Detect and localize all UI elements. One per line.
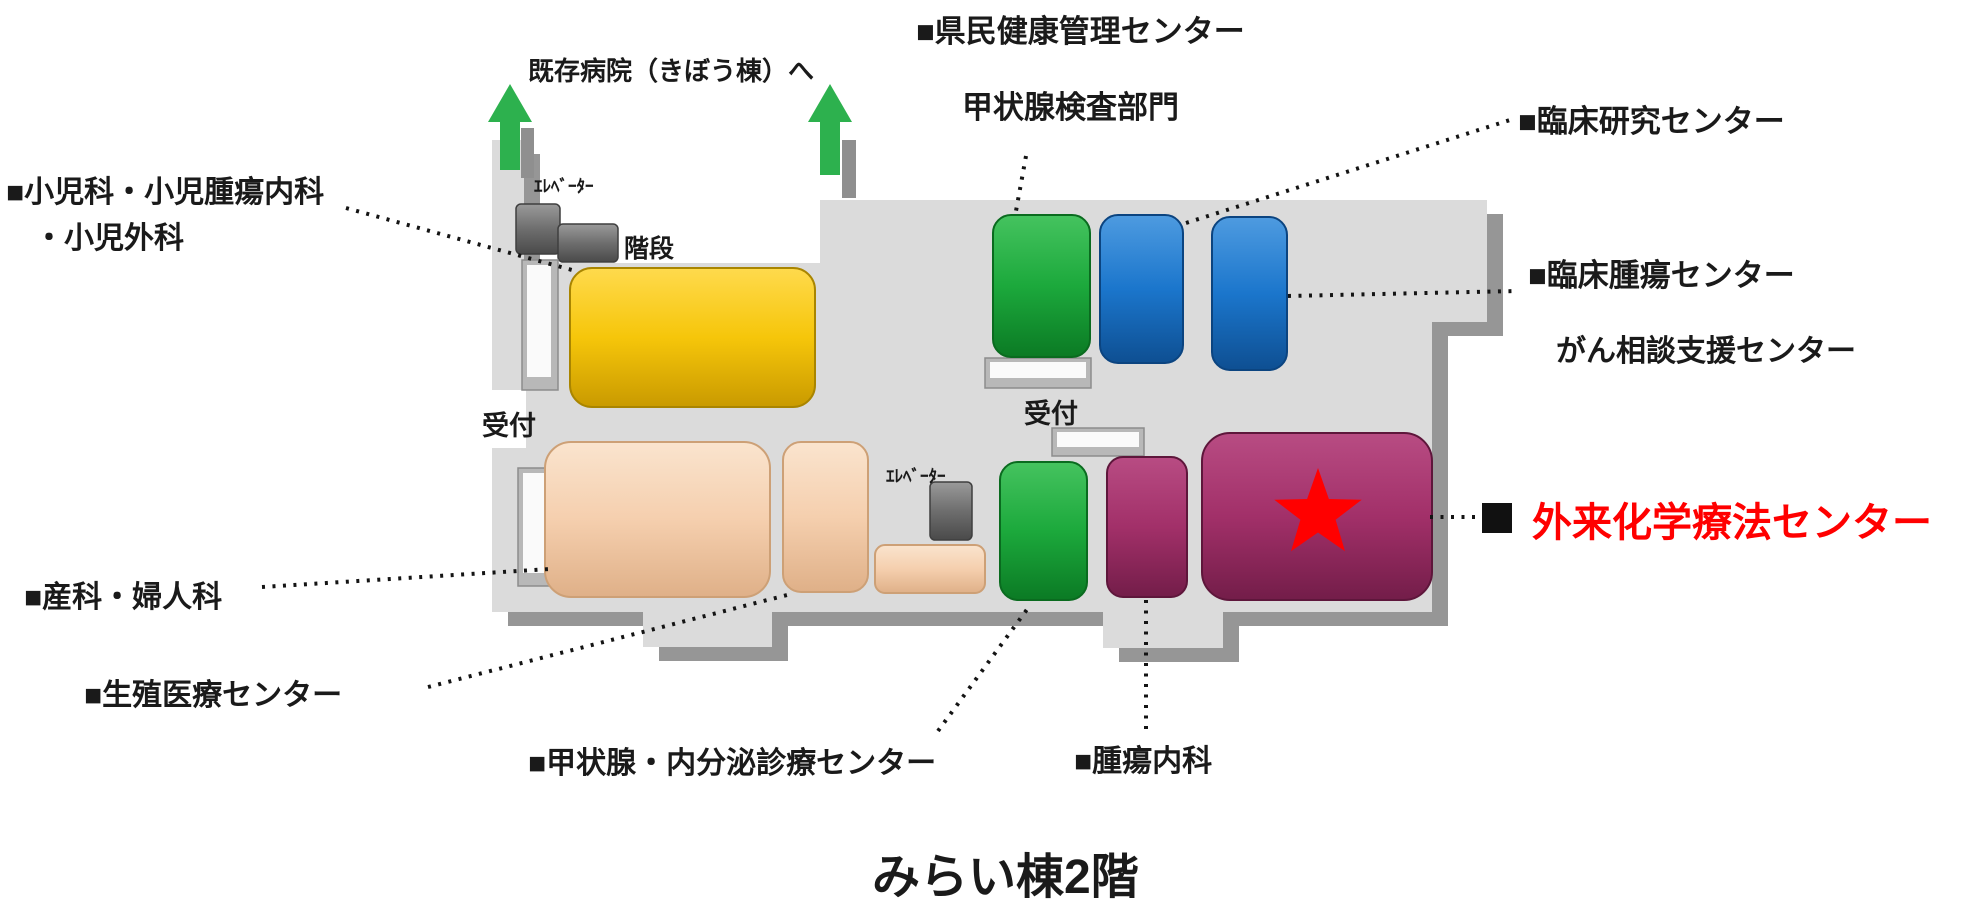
star-icon [1274,468,1362,552]
leader-clinical-research [1185,118,1511,225]
room-reproductive [782,441,869,593]
label-stairs: 階段 [624,234,674,263]
reception-counter-center-lower [1051,427,1145,457]
elevator-top-block [515,203,561,255]
label-reproductive-medicine-center: ■生殖医療センター [84,679,342,712]
room-clinical-research-2 [1211,216,1288,371]
label-reception-left: 受付 [482,410,536,441]
bullet-chemotherapy [1482,503,1512,533]
label-clinical-research-center: ■臨床研究センター [1518,104,1785,139]
label-pediatrics-line2: ・小児外科 [34,222,184,255]
stairs-block [557,223,619,263]
label-to-existing-hospital: 既存病院（きぼう棟）へ [528,56,814,86]
arrow-left-shadow [521,128,534,178]
arrow-right-shadow [842,140,856,198]
room-peach-annex [874,544,986,594]
label-thyroid-endocrine-center: ■甲状腺・内分泌診療センター [528,746,936,780]
label-elevator-center: ｴﾚﾍﾞｰﾀｰ [886,466,946,486]
label-obstetrics-gynecology: ■産科・婦人科 [24,581,222,614]
label-pediatrics-line1: ■小児科・小児腫瘍内科 [6,176,324,209]
arrow-up-right [808,84,852,175]
label-clinical-oncology-center: ■臨床腫瘍センター [1528,258,1795,293]
room-obstetrics [544,441,771,598]
room-pediatrics [569,267,816,408]
room-thyroid-endocrine [999,461,1088,601]
label-cancer-consultation-center: がん相談支援センター [1556,334,1856,368]
room-oncology-dept [1106,456,1188,598]
label-chemotherapy-center: 外来化学療法センター [1532,501,1932,545]
leader-lines [261,118,1519,733]
room-kenmin-health-center [992,214,1091,358]
elevator-center-block [929,481,973,541]
reception-left-opening [478,390,526,448]
label-kenmin-center: ■県民健康管理センター [916,14,1245,49]
reception-counter-center-upper [984,357,1092,389]
label-elevator-top: ｴﾚﾍﾞｰﾀｰ [534,176,594,196]
room-clinical-research-1 [1099,214,1184,364]
floor-title: みらい棟2階 [872,851,1139,904]
leader-clinical-oncology [1287,289,1519,298]
label-reception-center: 受付 [1024,398,1078,429]
leader-pediatrics [345,206,573,272]
reception-counter-left-upper [521,259,559,391]
arrow-up-left [488,84,532,170]
label-oncology-dept: ■腫瘍内科 [1074,745,1212,778]
label-thyroid-exam-dept: 甲状腺検査部門 [962,90,1179,125]
